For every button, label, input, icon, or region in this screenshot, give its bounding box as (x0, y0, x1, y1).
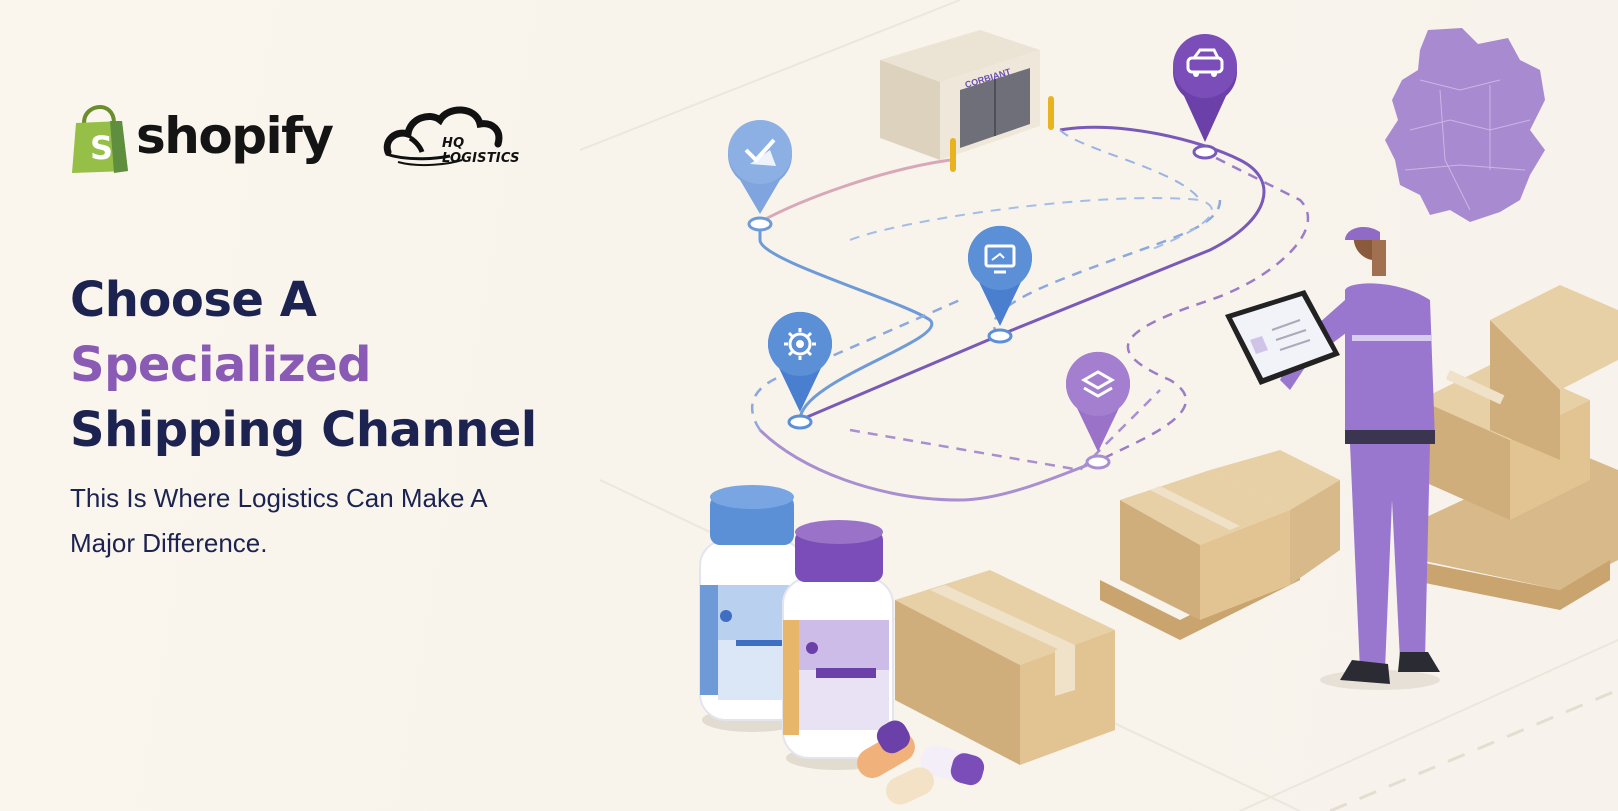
shipping-box (895, 570, 1115, 765)
monitor-icon (984, 244, 1016, 274)
layers-icon (1080, 370, 1116, 398)
floor-edge (1239, 639, 1618, 811)
shopify-wordmark: shopify (136, 107, 334, 165)
pin-layers (1065, 351, 1130, 470)
hq-logistics-logo: HQ LOGISTICS (380, 100, 530, 170)
logistics-illustration: CORBIANT (579, 0, 1618, 811)
hq-logistics-wordmark: HQ LOGISTICS (442, 136, 520, 166)
headline-line-3: Shipping Channel (70, 402, 537, 458)
truck-icon (1186, 48, 1224, 77)
supplement-bottle-purple (782, 520, 894, 770)
shopify-bag-icon: S (72, 104, 128, 173)
subheadline-line-2: Major Difference. (70, 528, 268, 558)
worker (1225, 226, 1440, 690)
pin-monitor (968, 225, 1032, 344)
pin-truck (1172, 34, 1237, 160)
floor-edge (579, 0, 961, 151)
headline: Choose A Specialized Shipping Channel (70, 268, 537, 463)
route-network (750, 125, 1310, 502)
pallet-stack (1410, 285, 1618, 610)
gear-icon (784, 328, 816, 360)
floor-lane-marking (1329, 688, 1618, 811)
headline-line-2: Specialized (70, 337, 372, 393)
pin-check (728, 120, 793, 232)
capsules (857, 720, 985, 805)
pin-gear (768, 311, 832, 430)
subheadline: This Is Where Logistics Can Make A Major… (70, 476, 550, 566)
subheadline-line-1: This Is Where Logistics Can Make A (70, 483, 488, 513)
shopify-bag-letter: S (90, 129, 113, 167)
warehouse: CORBIANT (880, 30, 1054, 172)
shopify-logo: S shopify (70, 104, 334, 175)
pallet-boxes (1100, 450, 1340, 640)
partner-logos: S shopify HQ LOGISTICS (70, 100, 550, 180)
headline-line-1: Choose A (70, 272, 317, 328)
germany-map-icon (1385, 28, 1545, 222)
tablet (1225, 290, 1340, 385)
cloud-icon (383, 106, 503, 167)
